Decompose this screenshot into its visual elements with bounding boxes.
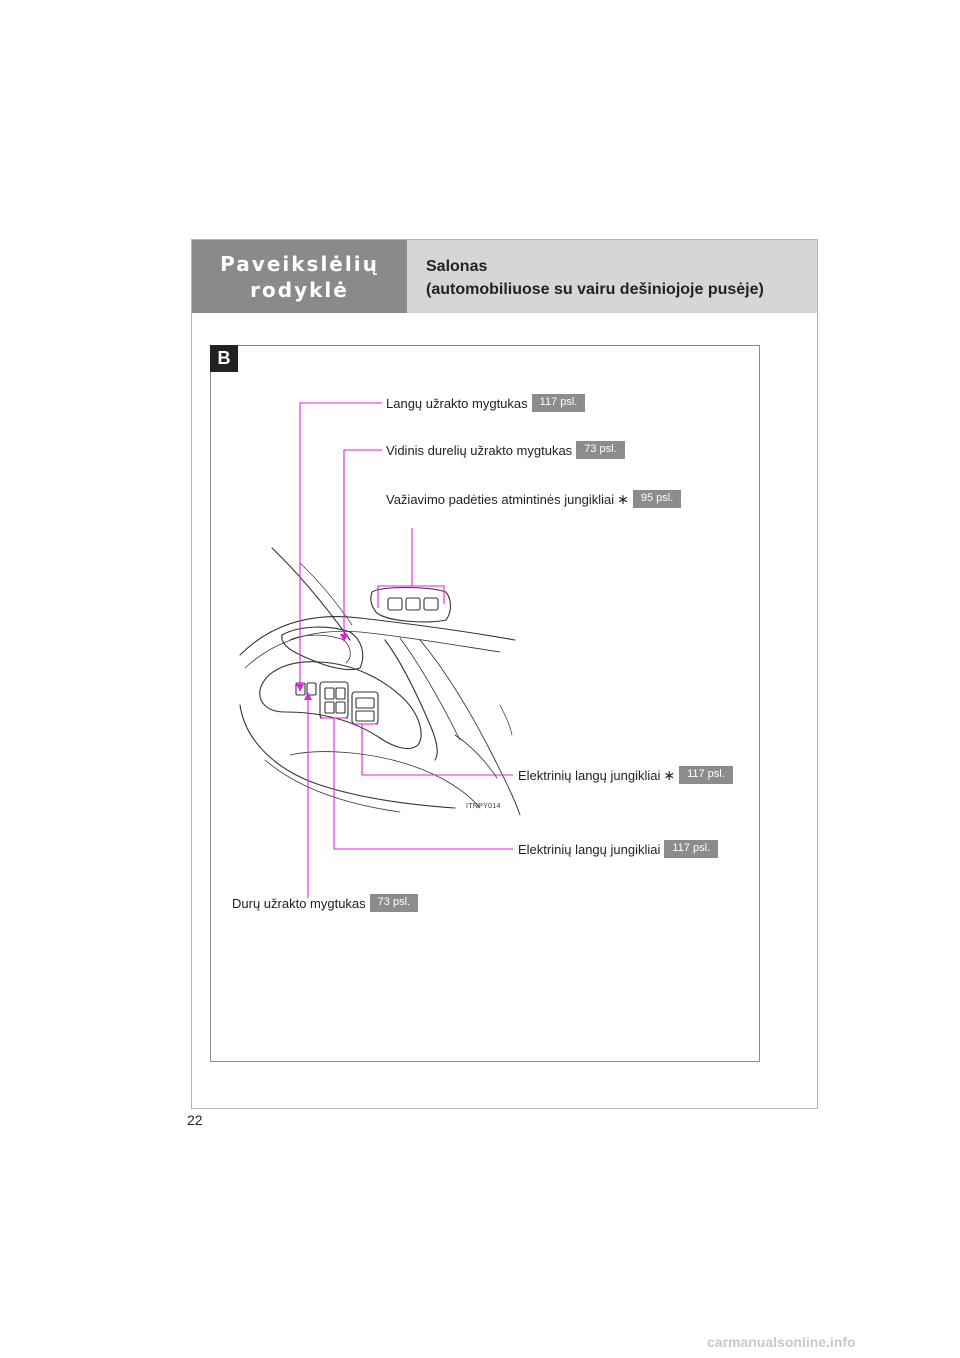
asterisk-mark: ∗ [663,766,676,783]
page-subtitle: Salonas (automobiliuose su vairu dešinio… [407,240,817,313]
page-frame [191,239,818,1109]
page-ref-badge[interactable]: 73 psl. [576,441,625,459]
callout-power-window-switches-optional: Elektrinių langų jungikliai ∗ 117 psl. [518,766,733,784]
callout-label: Durų užrakto mygtukas [232,895,366,911]
callout-label: Elektrinių langų jungikliai [518,841,661,857]
door-panel-drawing [239,547,521,816]
subtitle-line2: (automobiliuose su vairu dešiniojoje pus… [426,281,764,298]
page-ref-badge[interactable]: 117 psl. [531,394,586,412]
page-number: 22 [187,1112,203,1128]
figure-badge: B [210,345,238,372]
page-ref-badge[interactable]: 117 psl. [679,766,733,784]
callout-label: Važiavimo padėties atmintinės jungikliai [386,491,615,507]
callout-inside-door-lock-button: Vidinis durelių užrakto mygtukas 73 psl. [386,441,625,459]
section-title: Paveikslėlių rodyklė [192,240,407,313]
leader-lines [296,402,513,898]
page-ref-badge[interactable]: 73 psl. [369,894,419,912]
section-title-line2: rodyklė [250,277,349,302]
page-ref-badge[interactable]: 117 psl. [664,840,719,858]
callout-label: Langų užrakto mygtukas [386,395,528,411]
callout-door-lock-button: Durų užrakto mygtukas 73 psl. [232,894,419,912]
figure-code: ITNPY014 [466,803,501,810]
subtitle-line1: Salonas [426,258,488,275]
callout-driving-position-memory-switches: Važiavimo padėties atmintinės jungikliai… [386,490,682,508]
page-ref-badge[interactable]: 95 psl. [632,490,682,508]
watermark: carmanualsonline.info [707,1334,856,1350]
figure-box [210,345,760,1062]
callout-power-window-switches: Elektrinių langų jungikliai 117 psl. [518,840,719,858]
callout-window-lock-button: Langų užrakto mygtukas 117 psl. [386,394,586,412]
callout-label: Vidinis durelių užrakto mygtukas [386,442,573,458]
callout-label: Elektrinių langų jungikliai [518,767,661,783]
asterisk-mark: ∗ [617,490,629,507]
section-title-line1: Paveikslėlių [220,251,379,276]
